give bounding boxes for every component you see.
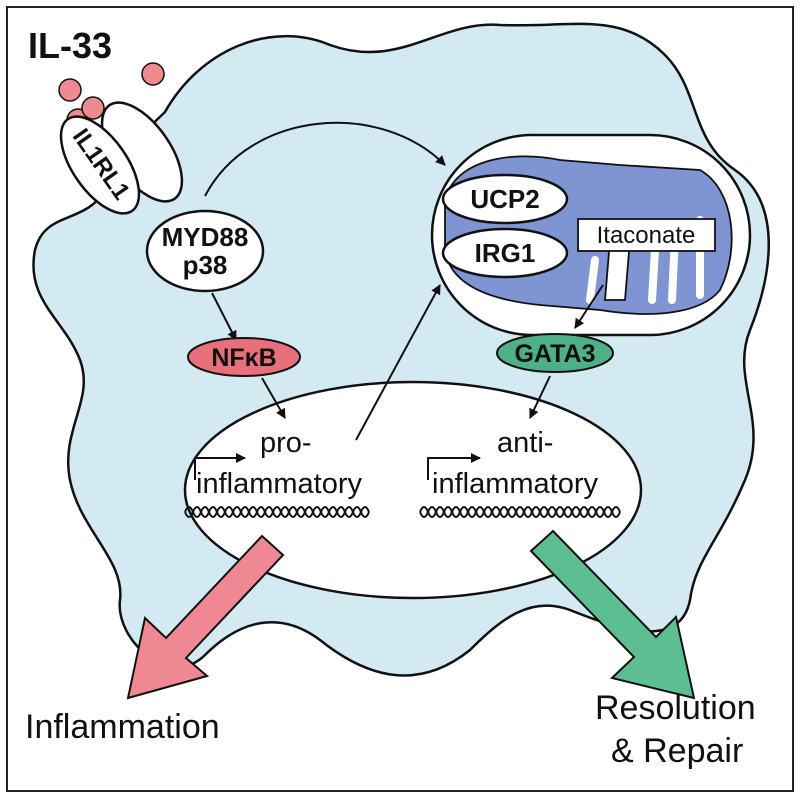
gata3-oval (496, 333, 614, 373)
il33-ligand-dot (81, 96, 105, 120)
p38-label: p38 (183, 250, 228, 280)
nucleus (183, 380, 643, 600)
arrow-nucleus-to-mitochondrion (355, 284, 441, 441)
myd88-p38-oval (145, 209, 265, 293)
anti-label: anti- (497, 427, 553, 459)
irg1-label: IRG1 (475, 238, 536, 268)
cristae-folds (586, 216, 704, 304)
arrow-itaconate-to-gata3 (574, 284, 604, 329)
gata3-label: GATA3 (514, 340, 595, 368)
arrow-nfkb-to-nucleus (261, 377, 286, 419)
promoter-arrow-anti (427, 453, 481, 480)
itaconate-label: Itaconate (597, 222, 696, 249)
inflammation-label: Inflammation (25, 708, 220, 746)
repair-label: & Repair (611, 732, 743, 770)
nfkb-oval (187, 337, 301, 377)
il33-title: IL-33 (28, 25, 112, 66)
ucp2-label: UCP2 (470, 184, 539, 214)
il33-ligand-dot (58, 78, 82, 102)
nfkb-label: NFκB (211, 344, 276, 372)
il33-ligand-dot (141, 62, 165, 86)
arrow-myd88-to-mitochondrion (204, 121, 446, 197)
ucp2-oval (441, 173, 569, 225)
proinflammatory-label: inflammatory (196, 468, 362, 500)
promoter-arrow-pro (194, 453, 246, 480)
resolution-label: Resolution (595, 689, 756, 727)
antiinflammatory-label: inflammatory (432, 468, 598, 500)
resolution-arrow (529, 529, 696, 700)
irg1-oval (441, 227, 569, 279)
pro-label: pro- (260, 427, 312, 459)
inflammation-arrow (126, 534, 285, 700)
il1rl1-oval (59, 115, 141, 215)
arrow-myd88-to-nfkb (211, 292, 237, 341)
itaconate-box (577, 218, 716, 252)
dna-helix-right (419, 506, 621, 518)
dna-helix-left (184, 506, 370, 518)
il1rl1-receptor: IL1RL1 (59, 115, 141, 215)
arrow-gata3-to-nucleus (529, 375, 551, 419)
myd88-label: MYD88 (162, 222, 249, 252)
